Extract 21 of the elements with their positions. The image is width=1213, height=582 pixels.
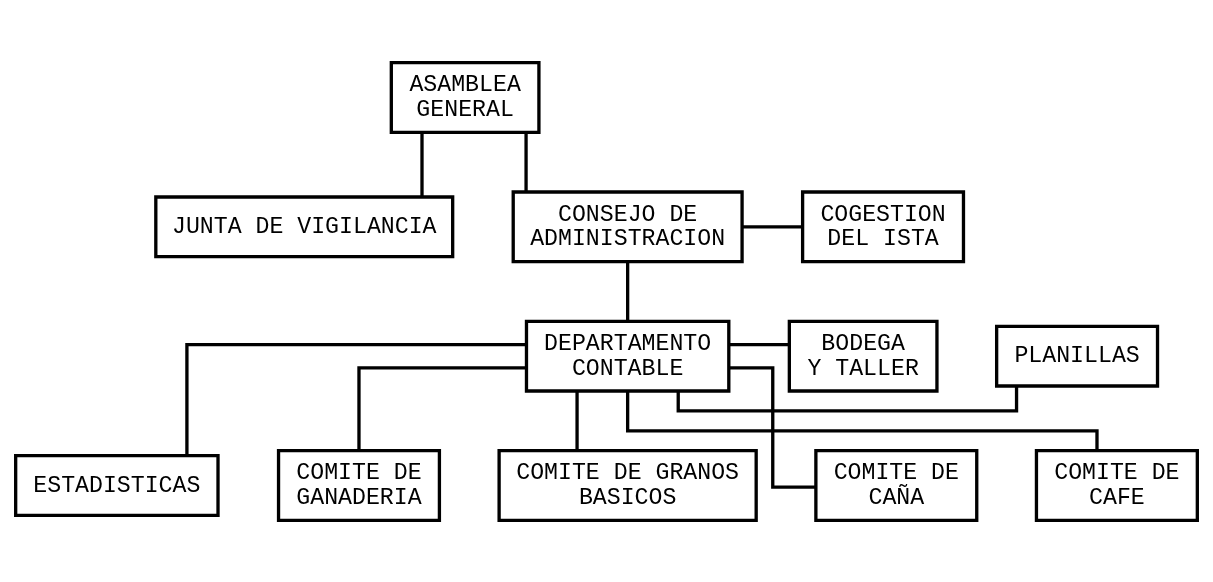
- connector: [575, 391, 579, 451]
- connector: [185, 342, 526, 456]
- connector: [742, 224, 803, 228]
- node-box: JUNTA DE VIGILANCIA: [154, 194, 455, 258]
- node-box: ASAMBLEA GENERAL: [389, 60, 541, 134]
- node-box: COGESTION DEL ISTA: [800, 189, 966, 263]
- connector: [729, 365, 816, 489]
- connector: [626, 261, 630, 321]
- connector: [524, 132, 528, 192]
- node-box: COMITE DE GRANOS BASICOS: [497, 448, 758, 522]
- node-box: CONSEJO DE ADMINISTRACION: [511, 189, 744, 263]
- node-box: BODEGA Y TALLER: [787, 319, 939, 393]
- connector: [357, 365, 527, 450]
- connector: [728, 342, 789, 346]
- node-box: COMITE DE CAFE: [1034, 448, 1199, 522]
- node-box: PLANILLAS: [995, 324, 1160, 388]
- node-box: COMITE DE GANADERIA: [276, 448, 442, 522]
- connector: [420, 132, 424, 197]
- node-box: COMITE DE CAÑA: [814, 448, 979, 522]
- node-box: ESTADISTICAS: [14, 453, 220, 517]
- node-box: DEPARTAMENTO CONTABLE: [524, 319, 731, 393]
